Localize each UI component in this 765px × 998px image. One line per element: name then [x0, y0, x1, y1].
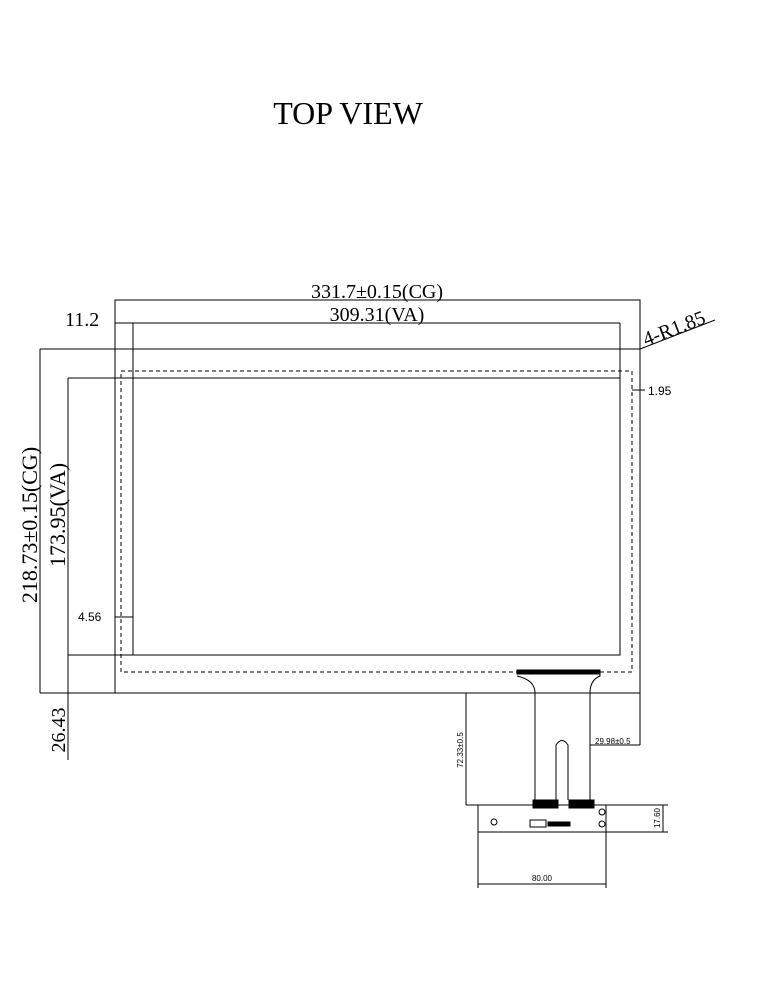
drawing-title: TOP VIEW — [273, 95, 423, 131]
cover-glass-outline — [114, 299, 641, 694]
va-width-dimension: 309.31(VA) — [330, 304, 425, 326]
panel-outline — [39, 299, 716, 888]
va-height-dimension: 173.95(VA) — [45, 463, 70, 567]
viewing-area-outline — [132, 377, 621, 656]
active-area-dashed — [120, 370, 633, 673]
board-height-dimension: 17.60 — [653, 807, 662, 828]
board-width-dimension: 80.00 — [532, 874, 553, 883]
cg-height-dimension: 218.73±0.15(CG) — [17, 447, 42, 603]
top-offset-dimension: 11.2 — [65, 309, 99, 331]
left-margin-dimension: 4.56 — [78, 610, 102, 624]
fpc-offset-dimension: 29.98±0.5 — [595, 737, 631, 746]
corner-radius-dimension: 4-R1.85 — [640, 307, 709, 351]
cg-width-dimension: 331.7±0.15(CG) — [311, 281, 443, 303]
right-margin-dimension: 1.95 — [648, 384, 672, 398]
bottom-offset-dimension: 26.43 — [48, 708, 70, 753]
controller-board — [477, 804, 607, 833]
fpc-length-dimension: 72.33±0.5 — [456, 732, 465, 768]
